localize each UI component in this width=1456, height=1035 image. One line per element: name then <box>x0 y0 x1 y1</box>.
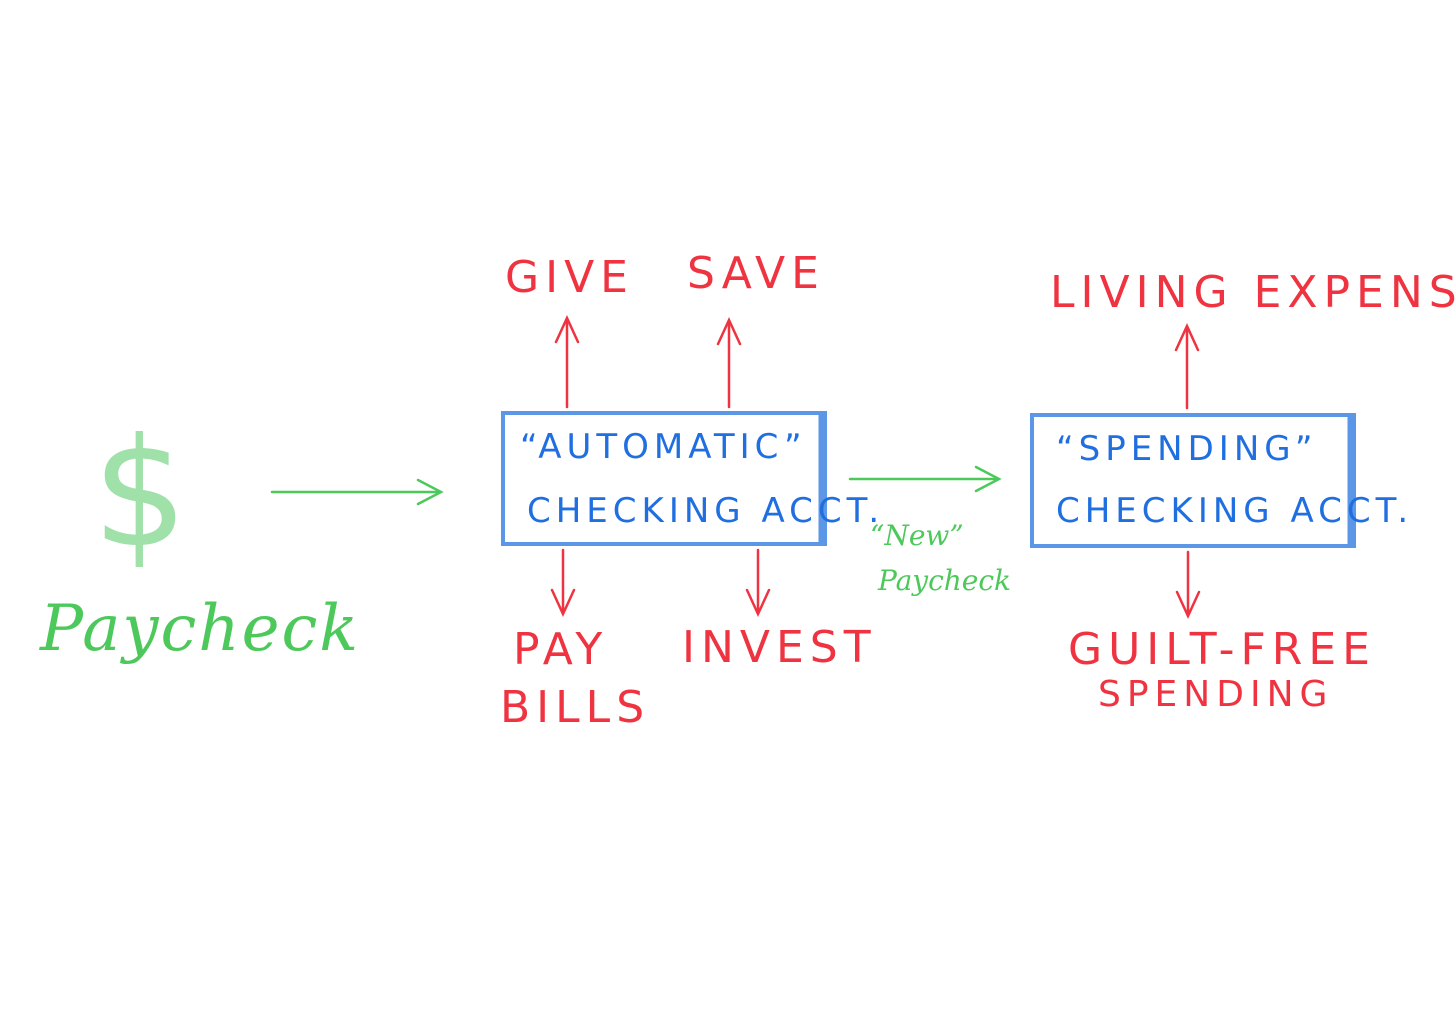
arrow-to-living-expenses <box>1174 322 1200 410</box>
living-expenses-label: LIVING EXPENSES <box>1050 267 1456 318</box>
guilt-free-label-line2: SPENDING <box>1098 674 1333 715</box>
spending-account-subtitle: CHECKING ACCT. <box>1056 491 1413 531</box>
arrow-to-save <box>716 316 742 409</box>
arrow-to-guilt-free-spending <box>1175 550 1201 620</box>
give-label: GIVE <box>505 252 634 303</box>
automatic-account-title: “AUTOMATIC” <box>520 427 807 467</box>
automatic-account-subtitle: CHECKING ACCT. <box>527 491 884 531</box>
automatic-to-spending-arrow <box>848 465 1002 493</box>
automatic-checking-account-box: “AUTOMATIC” CHECKING ACCT. <box>501 411 884 546</box>
paycheck-to-automatic-arrow <box>270 478 444 506</box>
save-label: SAVE <box>687 248 825 299</box>
arrow-to-give <box>554 314 580 409</box>
pay-bills-label-line1: PAY <box>513 624 608 675</box>
new-paycheck-label-line1: “New” <box>870 519 964 552</box>
arrow-to-invest <box>745 548 771 618</box>
spending-checking-account-box: “SPENDING” CHECKING ACCT. <box>1030 413 1413 548</box>
pay-bills-label-line2: BILLS <box>500 682 650 733</box>
dollar-sign-icon: $ <box>92 407 187 581</box>
invest-label: INVEST <box>682 622 877 673</box>
spending-account-title: “SPENDING” <box>1056 429 1317 469</box>
guilt-free-label-line1: GUILT-FREE <box>1068 624 1376 675</box>
paycheck-label: Paycheck <box>39 592 360 666</box>
arrow-to-pay-bills <box>550 548 576 618</box>
new-paycheck-label-line2: Paycheck <box>877 564 1011 597</box>
